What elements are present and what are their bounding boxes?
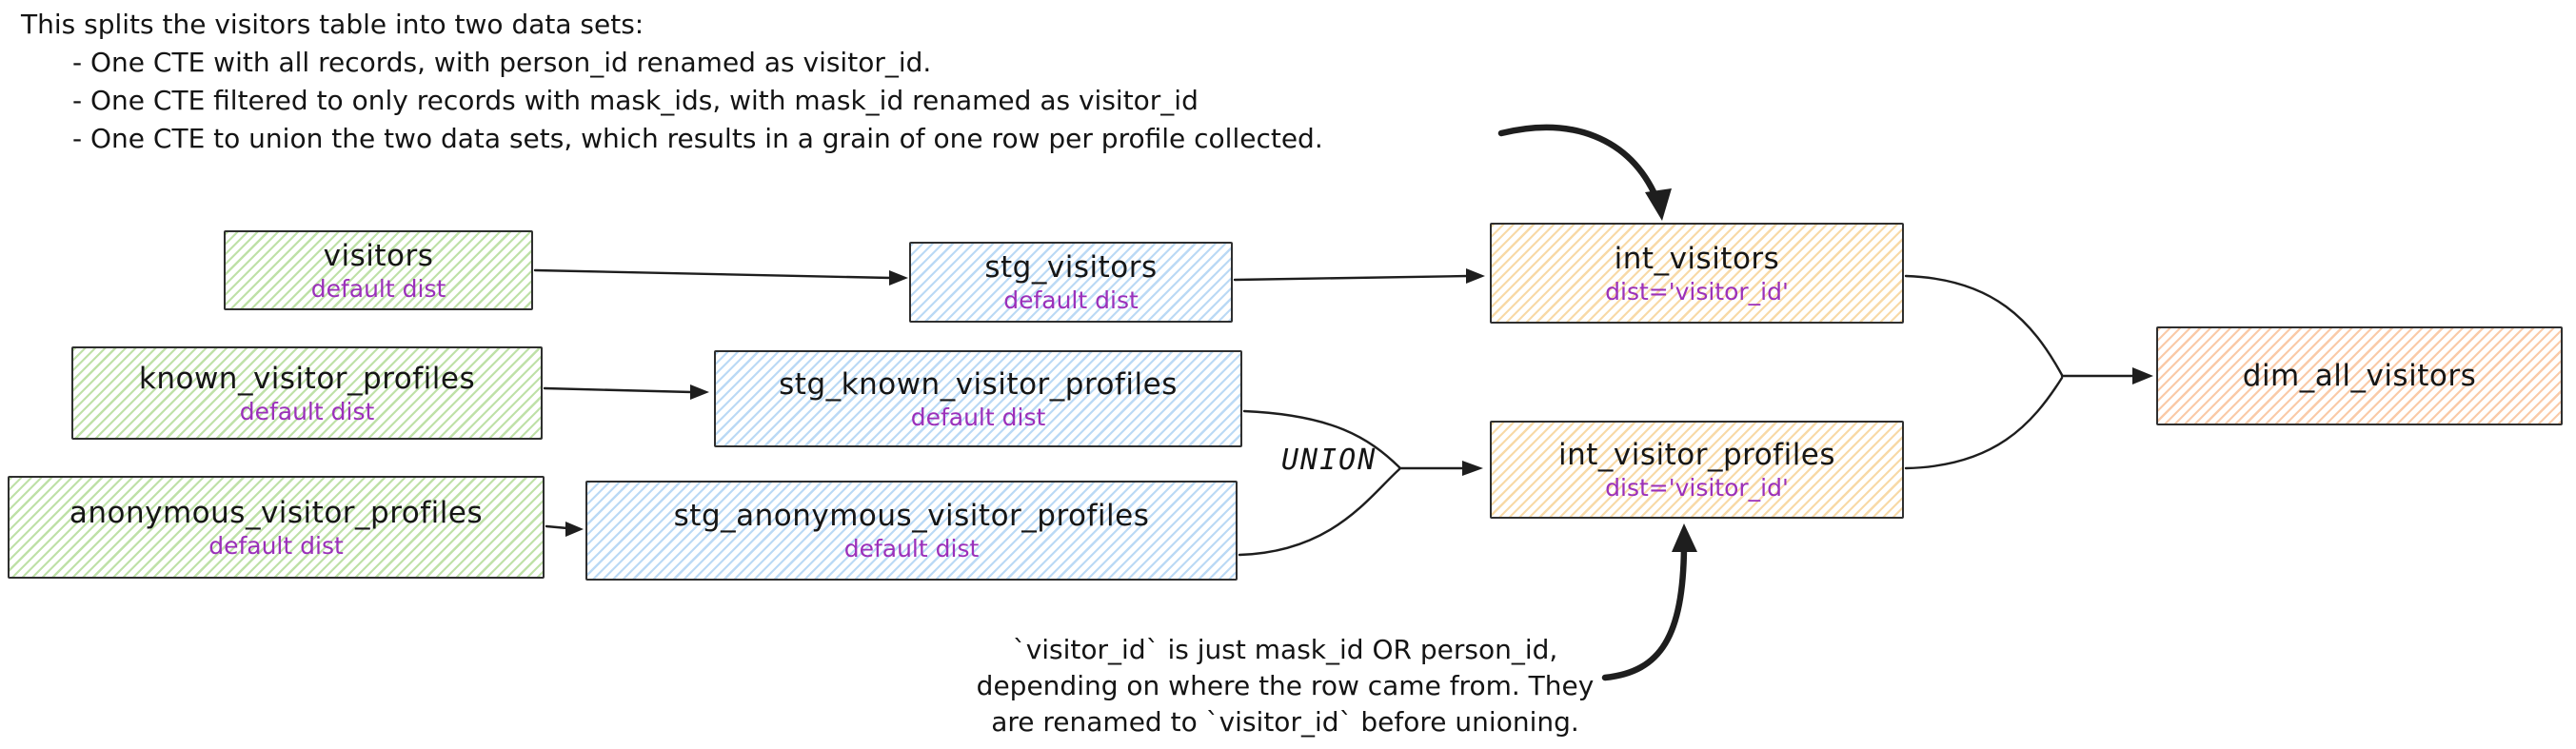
arrowhead-top-note-to-int-visitors [1645,188,1672,221]
node-int-visitors-title: int_visitors [1614,241,1780,276]
node-anonymous-visitor-profiles-title: anonymous_visitor_profiles [69,495,484,530]
node-stg-known-visitor-profiles-title: stg_known_visitor_profiles [779,366,1178,402]
node-stg-anonymous-visitor-profiles-title: stg_anonymous_visitor_profiles [673,499,1150,533]
arrowhead-bottom-note-to-int-visitor-profiles [1672,523,1697,552]
node-known-visitor-profiles: known_visitor_profiles default dist [71,346,543,440]
node-dim-all-visitors-title: dim_all_visitors [2242,359,2477,393]
node-stg-visitors-title: stg_visitors [984,250,1158,285]
node-int-visitor-profiles-title: int_visitor_profiles [1557,438,1836,472]
arrow-int-visitors-to-merge [1904,274,2064,377]
arrowhead-union-to-int-visitor-profiles [1462,461,1483,476]
arrowhead-known-to-stg-known [690,384,709,400]
arrowhead-anonymous-to-stg-anonymous [565,522,584,537]
node-visitors-title: visitors [323,238,434,273]
arrow-int-visitor-profiles-to-merge [1904,376,2064,470]
top-note-intro: This splits the visitors table into two … [21,9,644,40]
bottom-note-line-3: are renamed to `visitor_id` before union… [991,706,1579,738]
bottom-note: `visitor_id` is just mask_id OR person_i… [938,632,1633,740]
top-note: This splits the visitors table into two … [21,6,1323,158]
node-known-visitor-profiles-subtitle: default dist [239,397,375,425]
arrowhead-merge-to-dim-all-visitors [2132,367,2153,384]
node-int-visitor-profiles-subtitle: dist='visitor_id' [1605,474,1789,502]
node-anonymous-visitor-profiles-subtitle: default dist [208,531,344,560]
arrow-anonymous-to-stg-anonymous [545,524,569,530]
top-note-bullet-3: - One CTE to union the two data sets, wh… [72,123,1323,154]
node-dim-all-visitors: dim_all_visitors [2156,326,2563,425]
bottom-note-line-2: depending on where the row came from. Th… [976,670,1595,701]
node-visitors-subtitle: default dist [310,274,446,303]
node-stg-known-visitor-profiles-subtitle: default dist [910,403,1046,431]
node-int-visitors-subtitle: dist='visitor_id' [1605,277,1789,306]
arrow-visitors-to-stg-visitors [533,268,893,280]
bottom-note-line-1: `visitor_id` is just mask_id OR person_i… [1012,634,1558,665]
node-int-visitors: int_visitors dist='visitor_id' [1490,223,1904,324]
node-known-visitor-profiles-title: known_visitor_profiles [138,361,476,396]
node-stg-anonymous-visitor-profiles-subtitle: default dist [843,535,980,562]
arrow-stg-anonymous-to-union [1238,467,1401,557]
arrow-known-to-stg-known [543,386,694,394]
annotation-arrow-top-note-to-int-visitors [1497,124,1660,202]
node-stg-visitors-subtitle: default dist [1003,286,1139,314]
top-note-bullet-1: - One CTE with all records, with person_… [72,47,932,78]
arrowhead-stg-visitors-to-int-visitors [1466,268,1485,284]
arrow-stg-visitors-to-int-visitors [1233,274,1470,282]
top-note-bullet-2: - One CTE filtered to only records with … [72,85,1199,116]
node-stg-anonymous-visitor-profiles: stg_anonymous_visitor_profiles default d… [585,481,1238,581]
node-int-visitor-profiles: int_visitor_profiles dist='visitor_id' [1490,421,1904,519]
node-stg-known-visitor-profiles: stg_known_visitor_profiles default dist [714,350,1242,447]
union-label: UNION [1281,443,1377,477]
node-visitors: visitors default dist [224,230,533,310]
node-anonymous-visitor-profiles: anonymous_visitor_profiles default dist [8,476,545,579]
node-stg-visitors: stg_visitors default dist [909,242,1233,323]
arrowhead-visitors-to-stg-visitors [889,270,908,286]
